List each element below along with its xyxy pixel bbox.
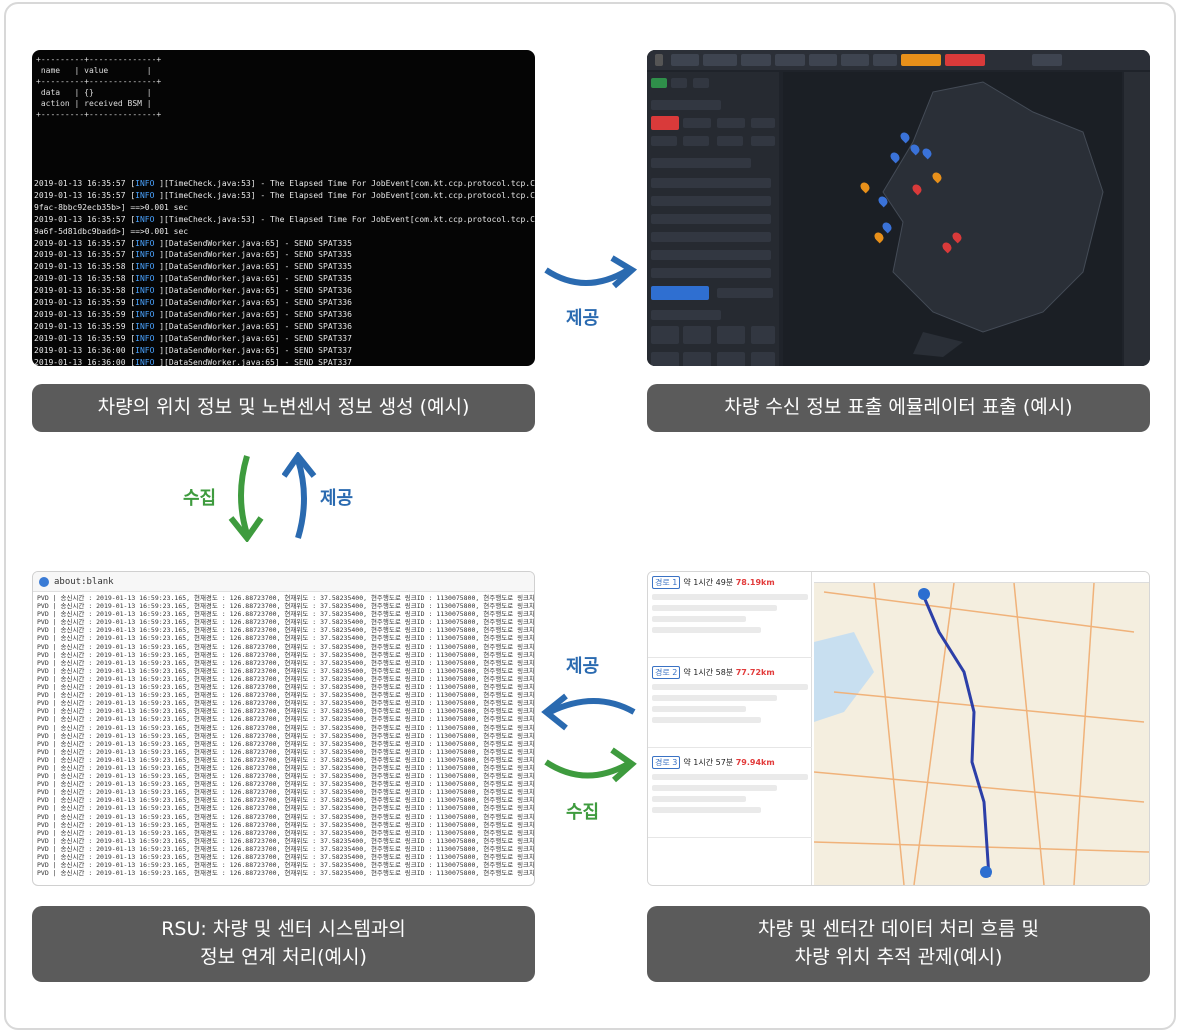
vehicle-emulator-screen — [647, 50, 1150, 366]
log-line: 2019-01-13 16:35:57 [INFO ][DataSendWork… — [34, 250, 352, 260]
rsu-log-line: PVD | 송신시간 : 2019-01-13 16:59:23.165, 현재… — [37, 788, 534, 797]
log-line: 2019-01-13 16:35:59 [INFO ][DataSendWork… — [34, 309, 352, 319]
arrow-right-green-icon — [544, 747, 637, 783]
log-line: 2019-01-13 16:35:58 [INFO ][DataSendWork… — [34, 286, 352, 296]
rsu-log-line: PVD | 송신시간 : 2019-01-13 16:59:23.165, 현재… — [37, 683, 534, 692]
rsu-log-line: PVD | 송신시간 : 2019-01-13 16:59:23.165, 현재… — [37, 618, 534, 627]
arrow-up-blue-icon — [282, 452, 317, 539]
vehicle-log-terminal: +---------+--------------+ name | value … — [32, 50, 535, 366]
arrow-label-bottom-left: 제공 — [566, 656, 600, 677]
rsu-log-line: PVD | 송신시간 : 2019-01-13 16:59:23.165, 현재… — [37, 772, 534, 781]
rsu-log-line: PVD | 송신시간 : 2019-01-13 16:59:23.165, 현재… — [37, 755, 534, 764]
log-line: 2019-01-13 16:35:57 [INFO ][DataSendWork… — [34, 238, 352, 248]
arrow-label-left-up: 제공 — [320, 488, 354, 509]
rsu-log-line: PVD | 송신시간 : 2019-01-13 16:59:23.165, 현재… — [37, 836, 534, 845]
rsu-log-line: PVD | 송신시간 : 2019-01-13 16:59:23.165, 현재… — [37, 861, 534, 870]
map-toolbar — [814, 572, 1149, 583]
emulator-right-toolbar — [1124, 72, 1150, 366]
log-line: 2019-01-13 16:36:00 [INFO ][DataSendWork… — [34, 345, 352, 355]
rsu-log-line: PVD | 송신시간 : 2019-01-13 16:59:23.165, 현재… — [37, 699, 534, 708]
rsu-log-line: PVD | 송신시간 : 2019-01-13 16:59:23.165, 현재… — [37, 731, 534, 740]
log-line: 2019-01-13 16:35:59 [INFO ][DataSendWork… — [34, 333, 352, 343]
rsu-log-line: PVD | 송신시간 : 2019-01-13 16:59:23.165, 현재… — [37, 634, 534, 643]
rsu-log-line: PVD | 송신시간 : 2019-01-13 16:59:23.165, 현재… — [37, 650, 534, 659]
rsu-log-line: PVD | 송신시간 : 2019-01-13 16:59:23.165, 현재… — [37, 610, 534, 619]
emulator-topbar — [647, 50, 1150, 70]
log-line: 9a6f-5d81dbc9badd>] ==>0.001 sec — [34, 226, 189, 236]
route-map-view[interactable] — [813, 572, 1149, 885]
rsu-log-line: PVD | 송신시간 : 2019-01-13 16:59:23.165, 현재… — [37, 796, 534, 805]
bsm-table: +---------+--------------+ name | value … — [36, 55, 162, 119]
log-line: 2019-01-13 16:35:57 [INFO ][TimeCheck.ja… — [34, 214, 535, 224]
rsu-log-line: PVD | 송신시간 : 2019-01-13 16:59:23.165, 현재… — [37, 602, 534, 611]
caption-bottom-right: 차량 및 센터간 데이터 처리 흐름 및 차량 위치 추적 관제(예시) — [647, 906, 1150, 982]
rsu-log-line: PVD | 송신시간 : 2019-01-13 16:59:23.165, 현재… — [37, 715, 534, 724]
rsu-log-line: PVD | 송신시간 : 2019-01-13 16:59:23.165, 현재… — [37, 780, 534, 789]
route-map-graphics — [813, 582, 1149, 885]
rsu-log-line: PVD | 송신시간 : 2019-01-13 16:59:23.165, 현재… — [37, 707, 534, 716]
rsu-log-line: PVD | 송신시간 : 2019-01-13 16:59:23.165, 현재… — [37, 691, 534, 700]
rsu-browser-log: about:blank PVD | 송신시간 : 2019-01-13 16:5… — [32, 571, 535, 886]
browser-address: about:blank — [54, 576, 114, 587]
arrow-label-top: 제공 — [566, 308, 600, 329]
rsu-log-line: PVD | 송신시간 : 2019-01-13 16:59:23.165, 현재… — [37, 812, 534, 821]
rsu-log-line: PVD | 송신시간 : 2019-01-13 16:59:23.165, 현재… — [37, 594, 534, 602]
caption-top-left: 차량의 위치 정보 및 노변센서 정보 생성 (예시) — [32, 384, 535, 432]
rsu-log-line: PVD | 송신시간 : 2019-01-13 16:59:23.165, 현재… — [37, 763, 534, 772]
emulator-map — [783, 72, 1122, 366]
arrow-label-left-down: 수집 — [183, 488, 217, 509]
log-line: 2019-01-13 16:36:00 [INFO ][DataSendWork… — [34, 357, 352, 366]
rsu-log-line: PVD | 송신시간 : 2019-01-13 16:59:23.165, 현재… — [37, 642, 534, 651]
arrow-down-green-icon — [228, 455, 264, 542]
rsu-log-lines: PVD | 송신시간 : 2019-01-13 16:59:23.165, 현재… — [33, 592, 534, 879]
log-lines: 2019-01-13 16:35:57 [INFO ][TimeCheck.ja… — [34, 178, 535, 366]
log-line: 2019-01-13 16:35:57 [INFO ][TimeCheck.ja… — [34, 179, 535, 188]
arrow-right-blue-icon — [544, 255, 638, 289]
emulator-sidebar — [647, 72, 779, 366]
rsu-log-line: PVD | 송신시간 : 2019-01-13 16:59:23.165, 현재… — [37, 820, 534, 829]
rsu-log-line: PVD | 송신시간 : 2019-01-13 16:59:23.165, 현재… — [37, 844, 534, 853]
rsu-log-line: PVD | 송신시간 : 2019-01-13 16:59:23.165, 현재… — [37, 869, 534, 878]
rsu-log-line: PVD | 송신시간 : 2019-01-13 16:59:23.165, 현재… — [37, 674, 534, 683]
korea-map-shape — [882, 81, 1104, 357]
arrow-left-blue-icon — [541, 693, 636, 731]
log-line: 2019-01-13 16:35:58 [INFO ][DataSendWork… — [34, 274, 352, 284]
log-line: 2019-01-13 16:35:59 [INFO ][DataSendWork… — [34, 321, 352, 331]
caption-bottom-left: RSU: 차량 및 센터 시스템과의 정보 연계 처리(예시) — [32, 906, 535, 982]
browser-address-bar: about:blank — [33, 572, 534, 592]
log-line: 2019-01-13 16:35:58 [INFO ][DataSendWork… — [34, 262, 352, 272]
rsu-log-line: PVD | 송신시간 : 2019-01-13 16:59:23.165, 현재… — [37, 723, 534, 732]
rsu-log-line: PVD | 송신시간 : 2019-01-13 16:59:23.165, 현재… — [37, 747, 534, 756]
rsu-log-line: PVD | 송신시간 : 2019-01-13 16:59:23.165, 현재… — [37, 626, 534, 635]
rsu-log-line: PVD | 송신시간 : 2019-01-13 16:59:23.165, 현재… — [37, 804, 534, 813]
rsu-log-line: PVD | 송신시간 : 2019-01-13 16:59:23.165, 현재… — [37, 666, 534, 675]
rsu-log-line: PVD | 송신시간 : 2019-01-13 16:59:23.165, 현재… — [37, 739, 534, 748]
log-line: 9fac-8bbc92ecb35b>] ==>0.001 sec — [34, 202, 189, 212]
rsu-log-line: PVD | 송신시간 : 2019-01-13 16:59:23.165, 현재… — [37, 658, 534, 667]
caption-top-right: 차량 수신 정보 표출 에뮬레이터 표출 (예시) — [647, 384, 1150, 432]
log-line: 2019-01-13 16:35:57 [INFO ][TimeCheck.ja… — [34, 190, 535, 200]
log-line: 2019-01-13 16:35:59 [INFO ][DataSendWork… — [34, 298, 352, 308]
rsu-log-line: PVD | 송신시간 : 2019-01-13 16:59:23.165, 현재… — [37, 853, 534, 861]
arrow-label-bottom-right: 수집 — [566, 802, 600, 823]
browser-icon — [39, 576, 49, 587]
rsu-log-line: PVD | 송신시간 : 2019-01-13 16:59:23.165, 현재… — [37, 828, 534, 837]
